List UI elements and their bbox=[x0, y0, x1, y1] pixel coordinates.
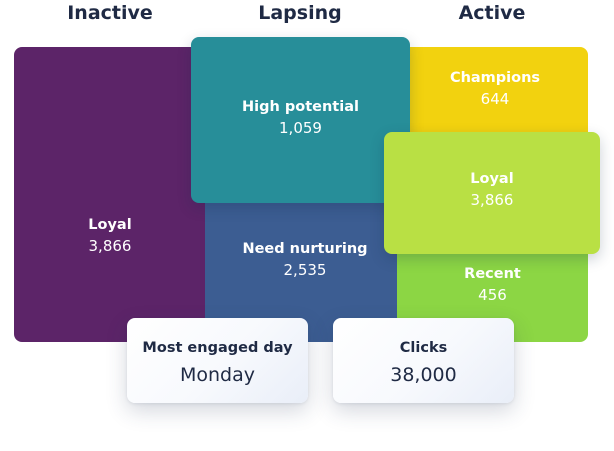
segment-need-nurturing-label: Need nurturing bbox=[242, 241, 368, 257]
column-heading-active: Active bbox=[458, 2, 526, 24]
segment-recent-label: Recent bbox=[464, 266, 521, 282]
segment-inactive-loyal-label: Loyal bbox=[88, 217, 132, 233]
segment-need-nurturing[interactable]: Need nurturing 2,535 bbox=[205, 190, 405, 342]
stat-card-engaged-day: Most engaged day Monday bbox=[127, 318, 308, 403]
stat-card-clicks-value: 38,000 bbox=[390, 364, 457, 386]
column-heading-inactive: Inactive bbox=[67, 2, 153, 24]
stat-card-clicks-label: Clicks bbox=[399, 340, 448, 356]
segment-active-loyal-value: 3,866 bbox=[470, 191, 514, 209]
stat-card-engaged-day-label: Most engaged day bbox=[142, 340, 293, 356]
segment-champions-label: Champions bbox=[449, 70, 541, 86]
segment-champions-value: 644 bbox=[480, 90, 510, 108]
segment-high-potential-label: High potential bbox=[242, 99, 359, 115]
segment-inactive-loyal[interactable]: Loyal 3,866 bbox=[14, 47, 220, 342]
segment-inactive-loyal-value: 3,866 bbox=[88, 237, 132, 255]
segment-active-loyal[interactable]: Loyal 3,866 bbox=[384, 132, 600, 254]
stat-card-engaged-day-value: Monday bbox=[179, 364, 255, 386]
segment-recent-value: 456 bbox=[478, 286, 507, 304]
segment-high-potential[interactable]: High potential 1,059 bbox=[191, 37, 410, 203]
segment-high-potential-value: 1,059 bbox=[279, 119, 322, 137]
segment-need-nurturing-value: 2,535 bbox=[283, 261, 327, 279]
column-heading-lapsing: Lapsing bbox=[258, 2, 342, 24]
segment-active-loyal-label: Loyal bbox=[470, 171, 514, 187]
stat-card-clicks: Clicks 38,000 bbox=[333, 318, 514, 403]
